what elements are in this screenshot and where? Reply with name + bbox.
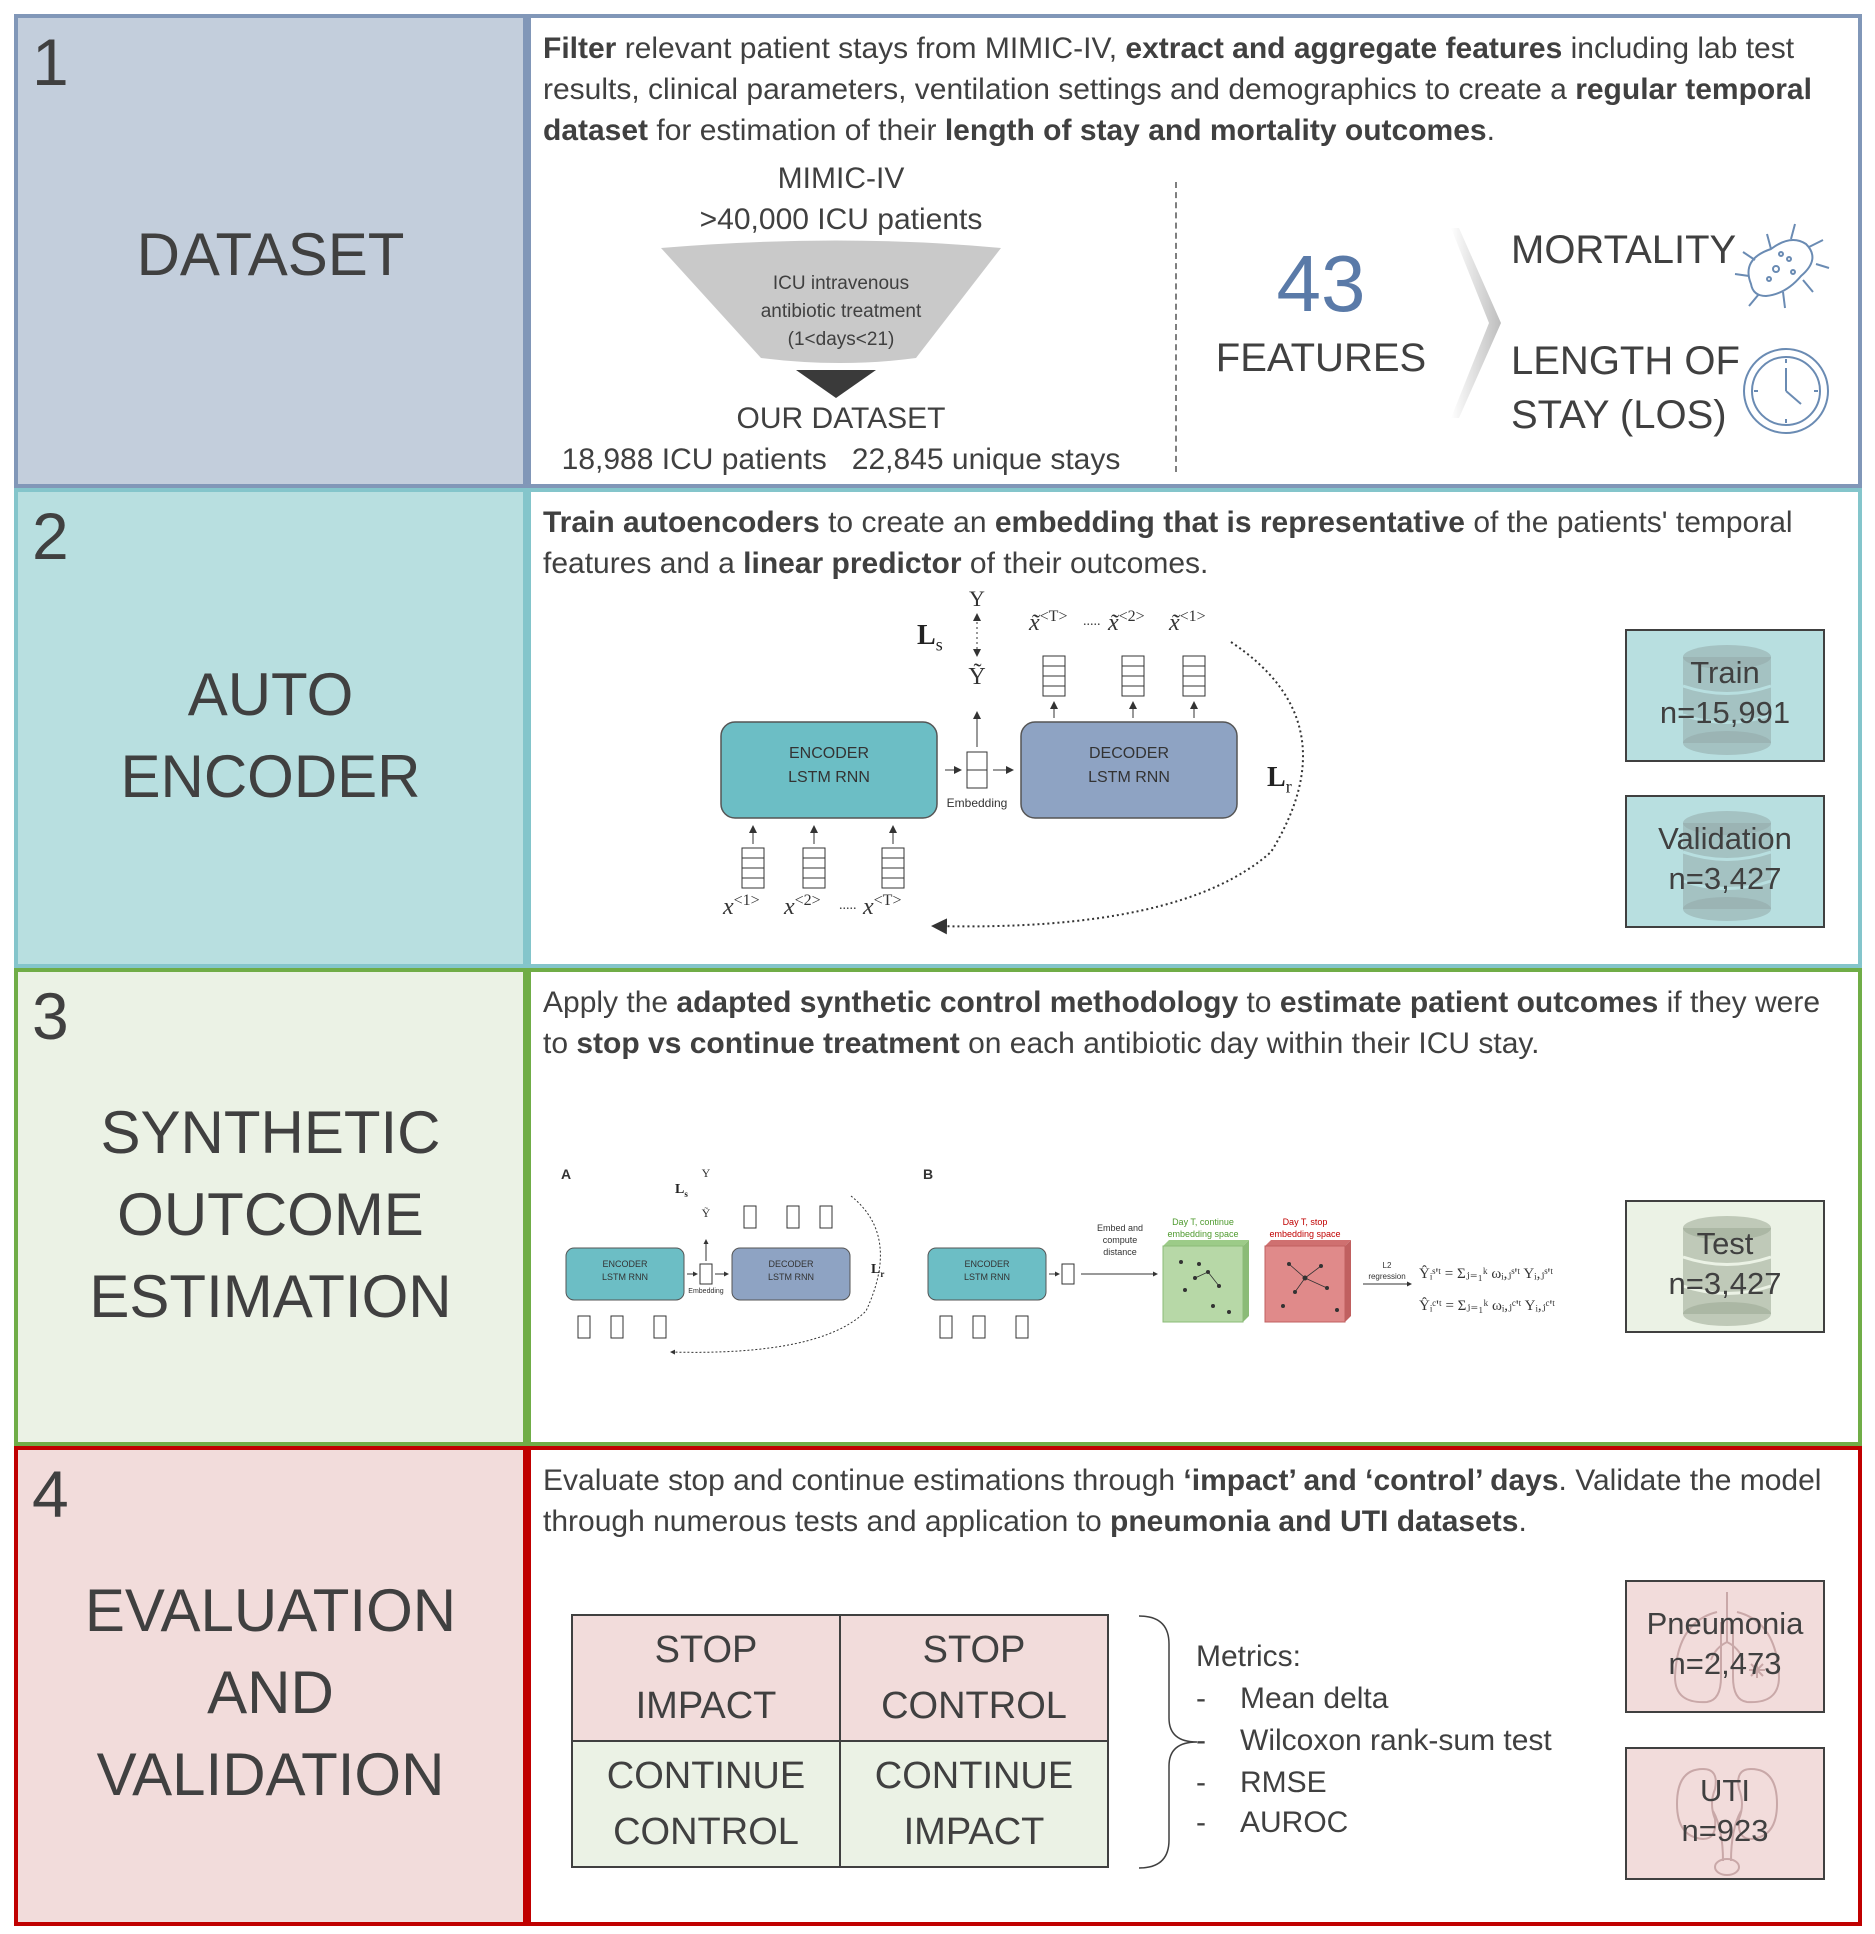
test-label: Test <box>1696 1226 1754 1261</box>
metrics-title: Metrics: <box>1196 1640 1301 1673</box>
evaluation-label-panel: 4 EVALUATION AND VALIDATION <box>14 1446 527 1926</box>
synthetic-content-panel: Apply the adapted synthetic control meth… <box>527 968 1862 1446</box>
y-label: Y <box>969 586 985 611</box>
database-icon <box>1682 1216 1772 1326</box>
pneumonia-count: n=2,473 <box>1668 1646 1782 1681</box>
section-number: 4 <box>32 1457 69 1531</box>
kidneys-icon <box>1675 1767 1779 1876</box>
metric-item: -Mean delta <box>1196 1682 1389 1715</box>
dataset-content-panel: Filter relevant patient stays from MIMIC… <box>527 14 1862 488</box>
test-count: n=3,427 <box>1668 1266 1782 1301</box>
database-icon <box>1682 645 1772 755</box>
section-evaluation: 4 EVALUATION AND VALIDATION Evaluate sto… <box>14 1446 1862 1926</box>
pneumonia-label: Pneumonia <box>1646 1606 1804 1641</box>
dataset-label-panel: 1 DATASET <box>14 14 527 488</box>
metric-item: -AUROC <box>1196 1806 1349 1839</box>
features-count: 43 <box>1276 239 1366 328</box>
train-box: Train n=15,991 <box>1625 629 1825 762</box>
section-dataset: 1 DATASET Filter relevant patient stays … <box>14 14 1862 488</box>
metric-item: -Wilcoxon rank-sum test <box>1196 1724 1552 1757</box>
ls-label: Ls <box>917 620 943 655</box>
validation-label: Validation <box>1658 821 1792 856</box>
section-description: Apply the adapted synthetic control meth… <box>543 986 1821 1060</box>
autoencoder-label-panel: 2 AUTO ENCODER <box>14 488 527 968</box>
uti-box: UTI n=923 <box>1625 1747 1825 1880</box>
metric-item: -RMSE <box>1196 1766 1327 1799</box>
uti-count: n=923 <box>1681 1813 1769 1848</box>
synthetic-label-panel: 3 SYNTHETIC OUTCOME ESTIMATION <box>14 968 527 1446</box>
y-hat-label: Ỹ <box>968 664 986 690</box>
panel-b-label: B <box>923 1166 934 1182</box>
section-number: 1 <box>32 25 69 99</box>
brace-icon <box>1138 1615 1198 1869</box>
section-title: SYNTHETIC OUTCOME ESTIMATION <box>89 1099 452 1330</box>
section-title: EVALUATION AND VALIDATION <box>84 1577 457 1808</box>
funnel-top-label: MIMIC-IV >40,000 ICU patients <box>699 162 983 236</box>
train-count: n=15,991 <box>1659 695 1791 730</box>
embedding-label: Embedding <box>946 796 1008 810</box>
outcome-mortality: MORTALITY <box>1511 228 1737 272</box>
uti-label: UTI <box>1700 1773 1750 1808</box>
chevron-right-icon <box>1451 228 1501 418</box>
section-synthetic: 3 SYNTHETIC OUTCOME ESTIMATION Apply the… <box>14 968 1862 1446</box>
autoencoder-content-panel: Train autoencoders to create an embeddin… <box>527 488 1862 968</box>
funnel-bottom-label: OUR DATASET 18,988 ICU patients 22,845 u… <box>561 402 1121 476</box>
train-label: Train <box>1690 655 1760 690</box>
features-label: FEATURES <box>1215 336 1427 380</box>
section-autoencoder: 2 AUTO ENCODER Train autoencoders to cre… <box>14 488 1862 968</box>
section-title: DATASET <box>136 221 405 288</box>
panel-b: B <box>923 1166 1603 1366</box>
section-number: 3 <box>32 979 69 1053</box>
funnel-criteria: ICU intravenous antibiotic treatment (1<… <box>760 273 922 350</box>
clock-icon <box>1743 348 1829 434</box>
panel-a-label: A <box>561 1166 572 1182</box>
formula-stop: Ŷᵢˢ'ᵗ = Σⱼ₌₁ᵏ ωᵢ,ⱼˢ'ᵗ Yᵢ,ⱼˢ'ᵗ <box>1419 1266 1554 1282</box>
section-description: Train autoencoders to create an embeddin… <box>543 506 1793 580</box>
section-description: Evaluate stop and continue estimations t… <box>543 1464 1822 1538</box>
dashed-divider <box>1175 182 1177 472</box>
evaluation-content-panel: Evaluate stop and continue estimations t… <box>527 1446 1862 1926</box>
lungs-icon <box>1673 1592 1781 1704</box>
funnel-shape <box>661 240 1001 398</box>
bacteria-icon <box>1734 223 1830 309</box>
pneumonia-box: Pneumonia n=2,473 <box>1625 1580 1825 1713</box>
validation-count: n=3,427 <box>1668 861 1782 896</box>
test-box: Test n=3,427 <box>1625 1200 1825 1333</box>
lr-label: Lr <box>1267 762 1292 797</box>
validation-box: Validation n=3,427 <box>1625 795 1825 928</box>
database-icon <box>1682 811 1772 921</box>
section-description: Filter relevant patient stays from MIMIC… <box>543 32 1812 147</box>
outcome-los: LENGTH OF STAY (LOS) <box>1511 339 1740 437</box>
section-number: 2 <box>32 499 69 573</box>
formula-continue: Ŷᵢᶜ'ᵗ = Σⱼ₌₁ᵏ ωᵢ,ⱼᶜ'ᵗ Yᵢ,ⱼᶜ'ᵗ <box>1419 1298 1556 1314</box>
section-title: AUTO ENCODER <box>120 661 421 810</box>
